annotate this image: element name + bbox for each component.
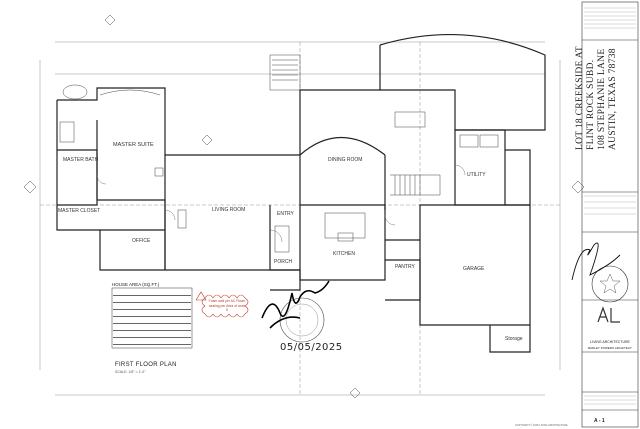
address-line: 108 STEPHANIE LANE (597, 48, 607, 150)
room-master-suite: MASTER SUITE (113, 142, 154, 148)
walls (56, 33, 546, 353)
title-block-frame (581, 1, 639, 428)
firm-block: LIVING ARCHITECTURE BARLEY POWERS ARCHIT… (584, 340, 636, 350)
plan-scale: SCALE: 1/8" = 1'-0" (115, 370, 146, 374)
plan-title: FIRST FLOOR PLAN (115, 362, 177, 368)
area-table (113, 289, 191, 347)
title-block-signature (571, 242, 621, 281)
firm-name: LIVING ARCHITECTURE (590, 340, 630, 344)
room-entry: ENTRY (277, 211, 294, 217)
title-block-lines (584, 7, 636, 405)
note-cloud (201, 294, 249, 318)
area-table-row (113, 310, 191, 317)
red-annotation-note: Foam wall per AC Room sealing per Area o… (208, 299, 246, 312)
architect-seal (279, 297, 325, 343)
address-line: AUSTIN, TEXAS 78738 (608, 48, 618, 150)
firm-logo-icon (597, 306, 620, 323)
doors (96, 164, 466, 243)
fixtures (59, 54, 499, 253)
area-table-row (113, 303, 191, 310)
area-table-title: HOUSE AREA (SQ.FT.) (112, 282, 160, 287)
room-dining-room: DINING ROOM (328, 157, 363, 163)
room-master-bath: MASTER BATH (63, 157, 99, 163)
area-table-frame (111, 287, 193, 349)
copyright-footer: COPYRIGHT © 2025 LIVING ARCHITECTURE (515, 424, 568, 427)
signature (261, 280, 330, 329)
area-table-row (113, 289, 191, 296)
room-garage: GARAGE (463, 266, 485, 272)
title-block-seal (591, 265, 629, 303)
architect-name: BARLEY POWERS ARCHITECT (588, 346, 632, 350)
address-line: FLINT ROCK SUBD. (586, 59, 596, 150)
area-table-row (113, 296, 191, 303)
area-table-row (113, 338, 191, 345)
room-utility: UTILITY (467, 172, 486, 178)
room-pantry: PANTRY (395, 264, 415, 270)
project-address: LOT 18 CREEKSIDE AT FLINT ROCK SUBD. 108… (575, 0, 619, 150)
address-line: LOT 18 CREEKSIDE AT (575, 46, 585, 150)
signature-date: 05/05/2025 (280, 342, 343, 353)
room-storage: Storage (505, 336, 523, 342)
section-markers (23, 14, 585, 399)
sheet-number: A - 1 (594, 418, 605, 424)
room-living-room: LIVING ROOM (212, 207, 246, 213)
area-table-row (113, 317, 191, 324)
revision-triangle (195, 291, 207, 301)
room-office: OFFICE (132, 238, 151, 244)
room-porch: PORCH (274, 259, 293, 265)
architect-seal-inner (285, 303, 319, 337)
room-kitchen: KITCHEN (333, 251, 355, 257)
area-table-row (113, 324, 191, 331)
star-icon (599, 273, 621, 294)
area-table-row (113, 331, 191, 338)
room-master-closet: MASTER CLOSET (58, 208, 101, 214)
